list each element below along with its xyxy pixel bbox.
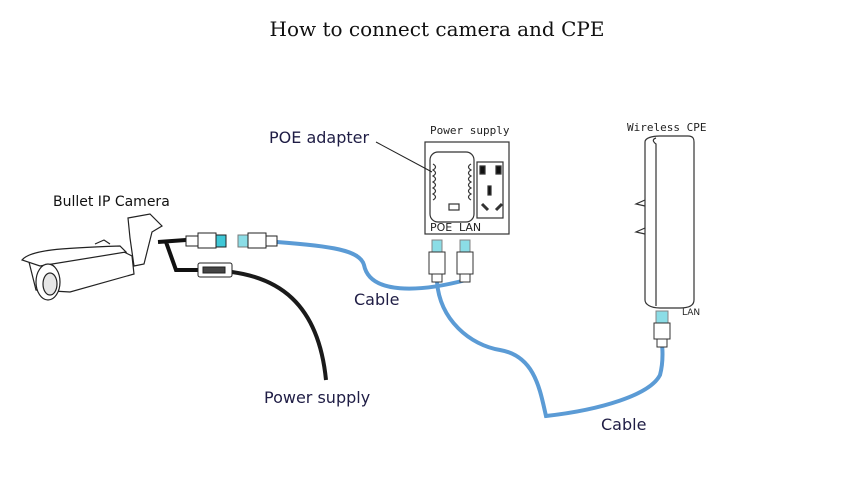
- label-wireless-cpe: Wireless CPE: [627, 121, 707, 134]
- dc-power-connector: [197, 262, 233, 278]
- label-cable-1: Cable: [354, 290, 400, 309]
- label-cpe-lan-port: LAN: [682, 308, 701, 318]
- label-cable-2: Cable: [601, 415, 647, 434]
- label-power-supply-socket: Power supply: [430, 124, 510, 137]
- cpe-rj45-plug: [653, 310, 671, 348]
- camera-pigtail: [157, 238, 200, 272]
- wall-power-socket: [424, 141, 510, 235]
- ethernet-cable-camera-to-poe: [276, 240, 467, 291]
- poe-adapter-pointer: [375, 141, 433, 173]
- diagram-title: How to connect camera and CPE: [269, 17, 605, 41]
- label-bullet-ip-camera: Bullet IP Camera: [53, 194, 170, 210]
- label-power-supply-cable: Power supply: [264, 388, 371, 407]
- label-poe-port: POE: [430, 221, 453, 234]
- label-lan-port: LAN: [459, 221, 482, 234]
- camera-rj45-connector: [185, 232, 227, 249]
- cable-rj45-connector: [237, 232, 278, 249]
- poe-lan-plugs: [428, 239, 474, 283]
- wireless-cpe-device: [634, 135, 695, 309]
- label-poe-adapter: POE adapter: [269, 128, 370, 147]
- bullet-camera: [20, 213, 163, 301]
- ethernet-cable-lan-to-cpe: [435, 281, 665, 419]
- power-supply-cable: [231, 270, 328, 381]
